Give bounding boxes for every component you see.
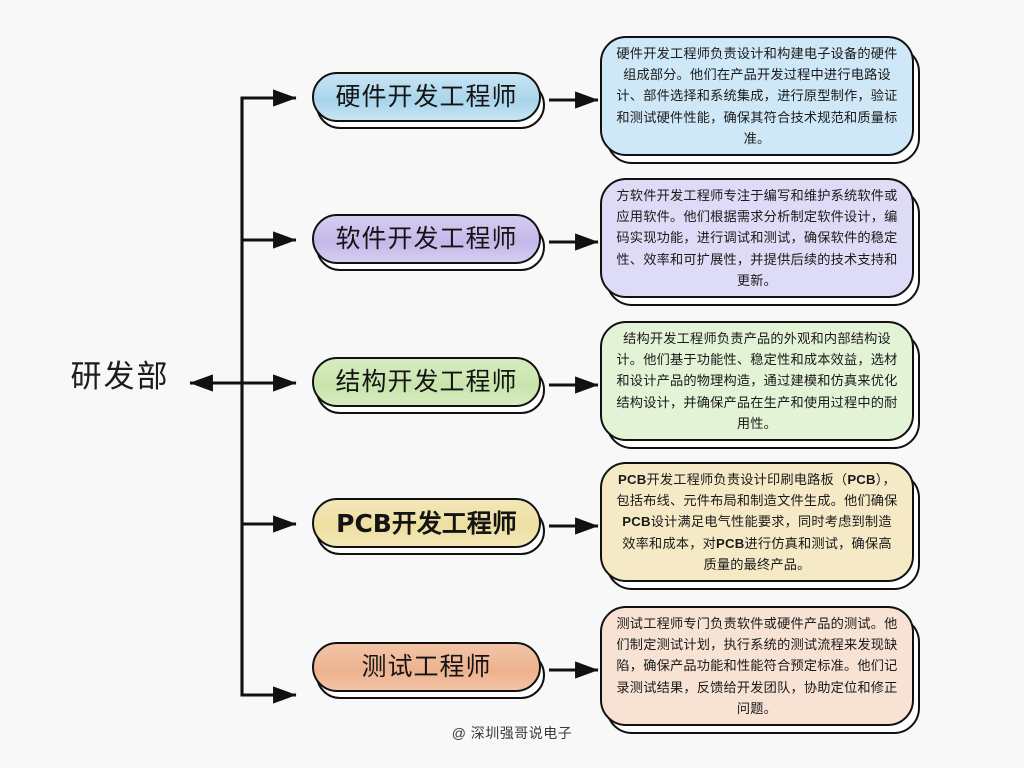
role-node-software[interactable]: 软件开发工程师 (312, 214, 545, 271)
description-box-pcb: PCB开发工程师负责设计印刷电路板（PCB），包括布线、元件布局和制造文件生成。… (600, 462, 922, 590)
root-node-label: 研发部 (70, 359, 170, 394)
node-label: 结构开发工程师 (335, 367, 518, 396)
description-body: 结构开发工程师负责产品的外观和内部结构设计。他们基于功能性、稳定性和成本效益，选… (600, 321, 914, 441)
node-label: 测试工程师 (361, 652, 492, 681)
description-body: 方软件开发工程师专注于编写和维护系统软件或应用软件。他们根据需求分析制定软件设计… (600, 178, 914, 298)
watermark-text: @ 深圳强哥说电子 (451, 725, 573, 741)
description-box-structure: 结构开发工程师负责产品的外观和内部结构设计。他们基于功能性、稳定性和成本效益，选… (600, 321, 922, 449)
node-pill: 结构开发工程师 (312, 357, 541, 407)
node-label: 软件开发工程师 (335, 224, 518, 253)
description-box-hardware: 硬件开发工程师负责设计和构建电子设备的硬件组成部分。他们在产品开发过程中进行电路… (600, 36, 922, 164)
description-text: 方软件开发工程师专注于编写和维护系统软件或应用软件。他们根据需求分析制定软件设计… (616, 187, 898, 289)
role-node-test[interactable]: 测试工程师 (312, 642, 545, 699)
node-label: 硬件开发工程师 (335, 82, 518, 111)
role-node-hardware[interactable]: 硬件开发工程师 (312, 72, 545, 129)
description-box-test: 测试工程师专门负责软件或硬件产品的测试。他们制定测试计划，执行系统的测试流程来发… (600, 606, 922, 734)
description-text: 硬件开发工程师负责设计和构建电子设备的硬件组成部分。他们在产品开发过程中进行电路… (616, 45, 898, 147)
description-body: 测试工程师专门负责软件或硬件产品的测试。他们制定测试计划，执行系统的测试流程来发… (600, 606, 914, 726)
description-text: PCB开发工程师负责设计印刷电路板（PCB），包括布线、元件布局和制造文件生成。… (616, 471, 898, 573)
node-pill: 测试工程师 (312, 642, 541, 692)
description-body: 硬件开发工程师负责设计和构建电子设备的硬件组成部分。他们在产品开发过程中进行电路… (600, 36, 914, 156)
node-pill: 软件开发工程师 (312, 214, 541, 264)
description-box-software: 方软件开发工程师专注于编写和维护系统软件或应用软件。他们根据需求分析制定软件设计… (600, 178, 922, 306)
node-pill: PCB开发工程师 (312, 498, 541, 548)
role-node-structure[interactable]: 结构开发工程师 (312, 357, 545, 414)
description-text: 结构开发工程师负责产品的外观和内部结构设计。他们基于功能性、稳定性和成本效益，选… (616, 330, 898, 432)
role-node-pcb[interactable]: PCB开发工程师 (312, 498, 545, 555)
description-text: 测试工程师专门负责软件或硬件产品的测试。他们制定测试计划，执行系统的测试流程来发… (616, 615, 898, 717)
description-body: PCB开发工程师负责设计印刷电路板（PCB），包括布线、元件布局和制造文件生成。… (600, 462, 914, 582)
node-label: PCB开发工程师 (336, 508, 517, 538)
node-pill: 硬件开发工程师 (312, 72, 541, 122)
